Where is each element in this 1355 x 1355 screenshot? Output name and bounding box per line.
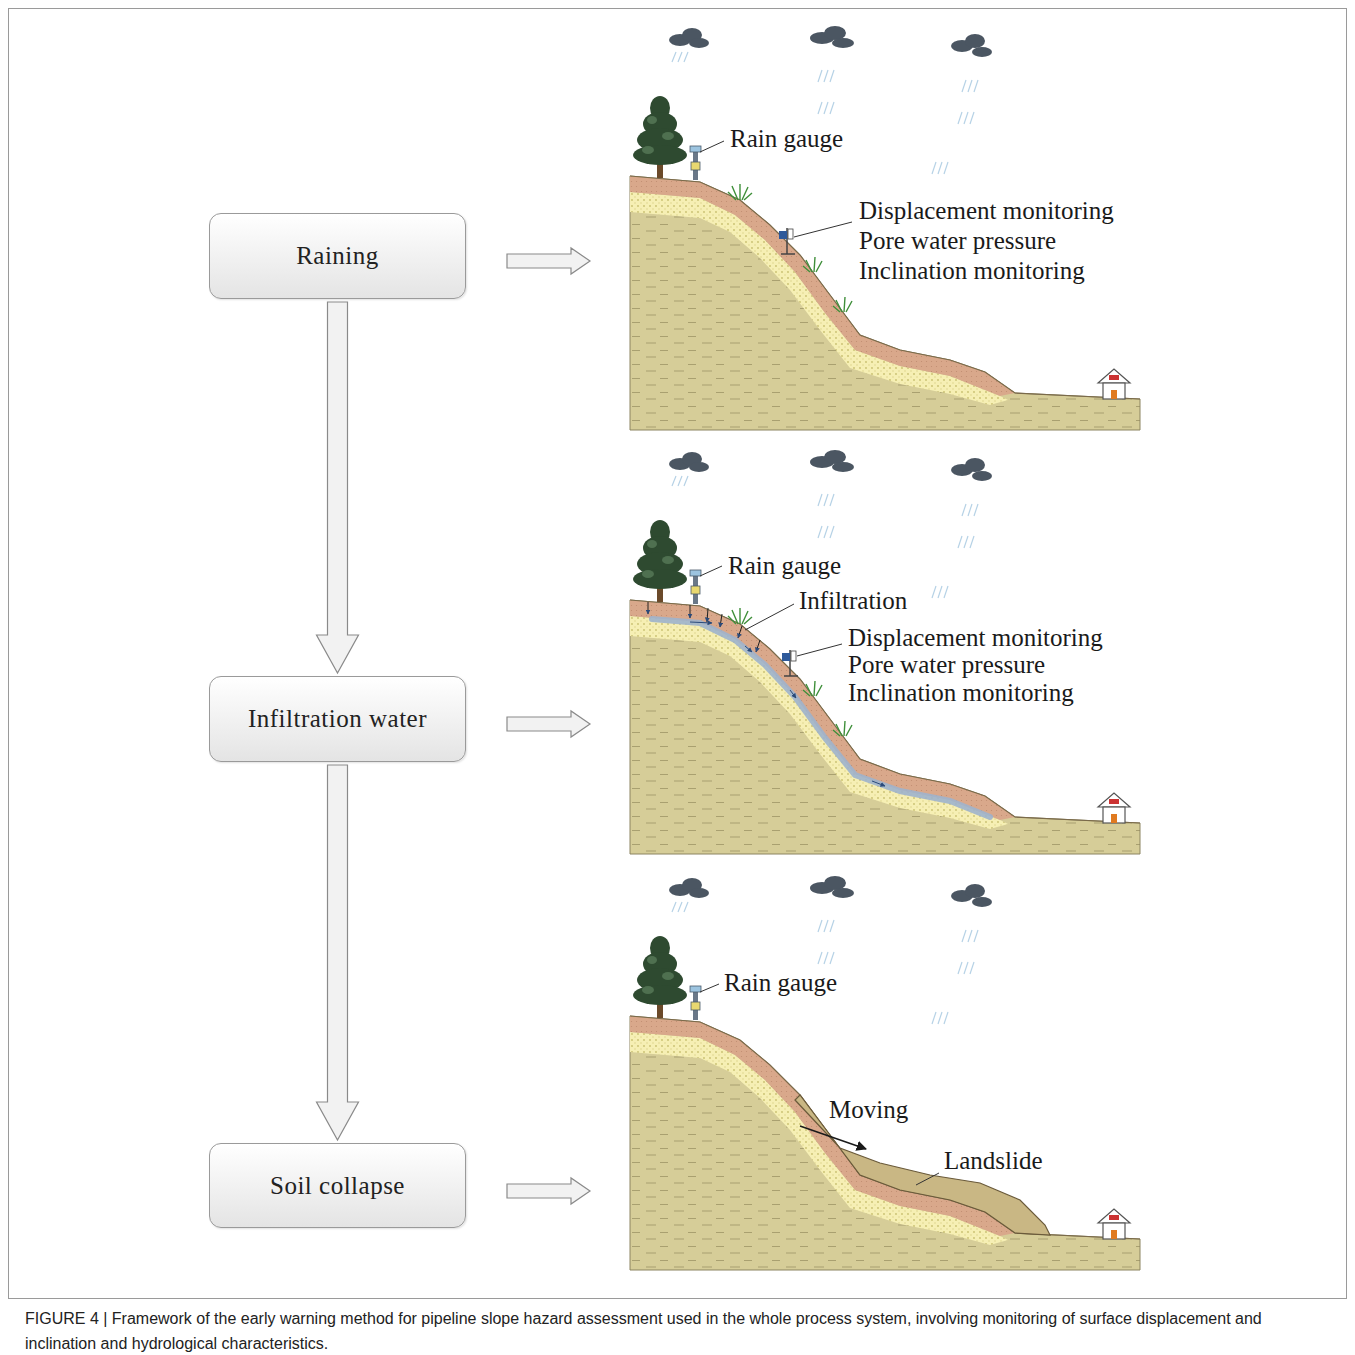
box-text: Raining [296, 242, 379, 270]
figure-caption: FIGURE 4 | Framework of the early warnin… [25, 1306, 1325, 1355]
process-box: Raining [209, 213, 466, 299]
annotation-label: Rain gauge [728, 126, 845, 151]
annotation-label: Landslide [942, 1148, 1045, 1173]
process-box: Soil collapse [209, 1143, 466, 1228]
box-text: Infiltration water [248, 705, 427, 733]
annotation-label: Pore water pressure [857, 228, 1058, 253]
annotation-label: Inclination monitoring [857, 258, 1087, 283]
block-arrow [317, 765, 359, 1140]
annotation-label: Rain gauge [722, 970, 839, 995]
annotation-label: Displacement monitoring [857, 198, 1116, 223]
box-text: Soil collapse [270, 1172, 405, 1200]
process-box: Infiltration water [209, 676, 466, 762]
annotation-label: Rain gauge [726, 553, 843, 578]
annotation-label: Inclination monitoring [846, 680, 1076, 705]
annotation-label: Moving [827, 1097, 910, 1122]
block-arrow [317, 302, 359, 673]
annotation-label: Displacement monitoring [846, 625, 1105, 650]
annotation-label: Pore water pressure [846, 652, 1047, 677]
annotation-label: Infiltration [797, 588, 909, 613]
